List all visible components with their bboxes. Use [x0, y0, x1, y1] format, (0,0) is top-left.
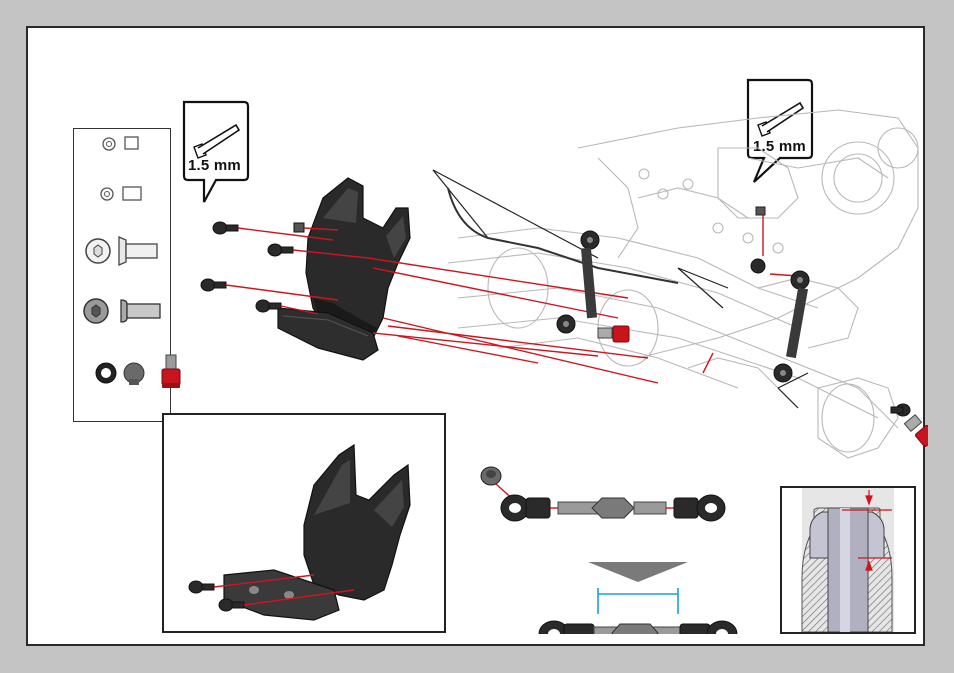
button-head-screw-icon — [84, 299, 160, 323]
ball-stud-icon — [96, 363, 144, 385]
small-washer-spacer-icon — [103, 137, 138, 150]
assembled-turnbuckle — [539, 621, 737, 634]
ball-cup-section-drawing — [782, 488, 914, 632]
main-exploded-drawing — [158, 88, 928, 468]
ball-stud-part — [481, 467, 501, 485]
inset-ball-cup-section — [780, 486, 916, 634]
leader-lines — [433, 170, 808, 408]
rear-shock-tower-guard — [278, 178, 410, 360]
chassis-line-art — [448, 110, 918, 458]
length-dimension — [598, 588, 678, 614]
red-ball-studs — [598, 326, 928, 447]
spacer-pair-icon — [101, 187, 141, 200]
camber-link-right — [751, 207, 809, 382]
flat-head-screw-icon — [86, 237, 157, 265]
inset-guard-detail — [162, 413, 446, 633]
instruction-sheet: 1.5 mm 1.5 mm — [26, 26, 925, 646]
turnbuckle-assembly-diagram — [478, 464, 738, 634]
antenna-wire — [448, 188, 678, 283]
camber-link-left — [557, 231, 599, 333]
rod-end-left — [501, 495, 550, 521]
turnbuckle-rod — [558, 498, 666, 518]
inset-guard-drawing — [164, 415, 444, 631]
assembly-arrow — [588, 562, 688, 582]
rod-end-right — [674, 495, 725, 521]
